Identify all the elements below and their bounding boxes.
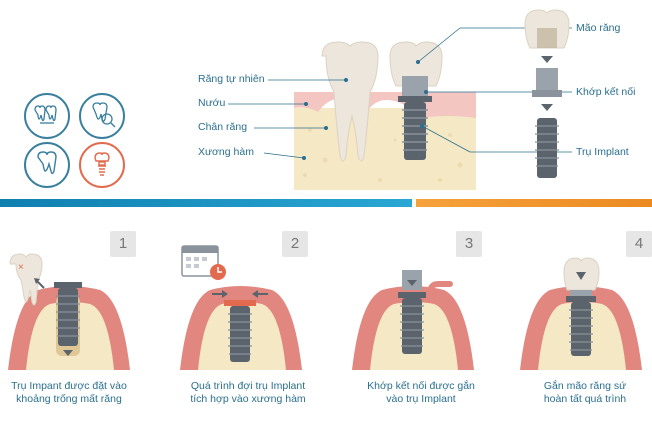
step-1-caption-line2: khoảng trống mất răng bbox=[16, 393, 122, 405]
step-3-caption-line2: vào trụ Implant bbox=[386, 393, 456, 405]
calendar-icon bbox=[181, 245, 219, 277]
abutment bbox=[402, 76, 428, 96]
label-root: Chân răng bbox=[198, 121, 248, 133]
divider-band-orange bbox=[416, 199, 652, 207]
label-crown: Mão răng bbox=[576, 22, 621, 34]
implant-icon bbox=[79, 142, 125, 188]
step-3-implant bbox=[402, 298, 422, 354]
step-1-implant bbox=[58, 288, 78, 346]
implant-part bbox=[537, 118, 557, 178]
step-2-illustration bbox=[180, 245, 302, 370]
step-3-illustration bbox=[352, 270, 474, 370]
label-implant: Trụ Implant bbox=[576, 146, 629, 158]
label-gum: Nướu bbox=[198, 97, 226, 109]
label-abutment: Khớp kết nối bbox=[576, 86, 636, 98]
step-1-illustration: × bbox=[8, 253, 130, 370]
svg-text:×: × bbox=[18, 262, 24, 273]
step-2-number: 2 bbox=[282, 231, 308, 257]
step-2-caption-line1: Quá trình đợi trụ Implant bbox=[190, 380, 306, 392]
step-4-caption-line1: Gắn mão răng sứ bbox=[543, 380, 627, 392]
abutment-part bbox=[536, 68, 558, 90]
step-3-number: 3 bbox=[456, 231, 482, 257]
tooth-magnifier-icon bbox=[79, 93, 125, 139]
teeth-row-icon bbox=[24, 93, 70, 139]
step-1-number: 1 bbox=[110, 231, 136, 257]
step-1-caption-line1: Trụ Impant được đặt vào bbox=[11, 380, 127, 392]
step-3-caption-line1: Khớp kết nối được gắn bbox=[367, 380, 475, 392]
jawbone bbox=[294, 108, 476, 190]
divider-band-blue bbox=[0, 199, 412, 207]
extracted-tooth bbox=[9, 253, 43, 306]
tooth-icon bbox=[24, 142, 70, 188]
natural-tooth bbox=[321, 41, 379, 162]
step-2-caption-line2: tích hợp vào xương hàm bbox=[190, 393, 306, 405]
label-natural-tooth: Răng tự nhiên bbox=[198, 73, 265, 85]
step-4-caption-line2: hoàn tất quá trình bbox=[543, 393, 627, 405]
step-2-implant bbox=[230, 306, 250, 362]
implant-screw bbox=[404, 102, 426, 160]
step-4-illustration bbox=[520, 257, 642, 370]
exploded-implant-parts bbox=[524, 9, 570, 178]
label-jawbone: Xương hàm bbox=[198, 146, 254, 158]
step-4-number: 4 bbox=[626, 231, 652, 257]
